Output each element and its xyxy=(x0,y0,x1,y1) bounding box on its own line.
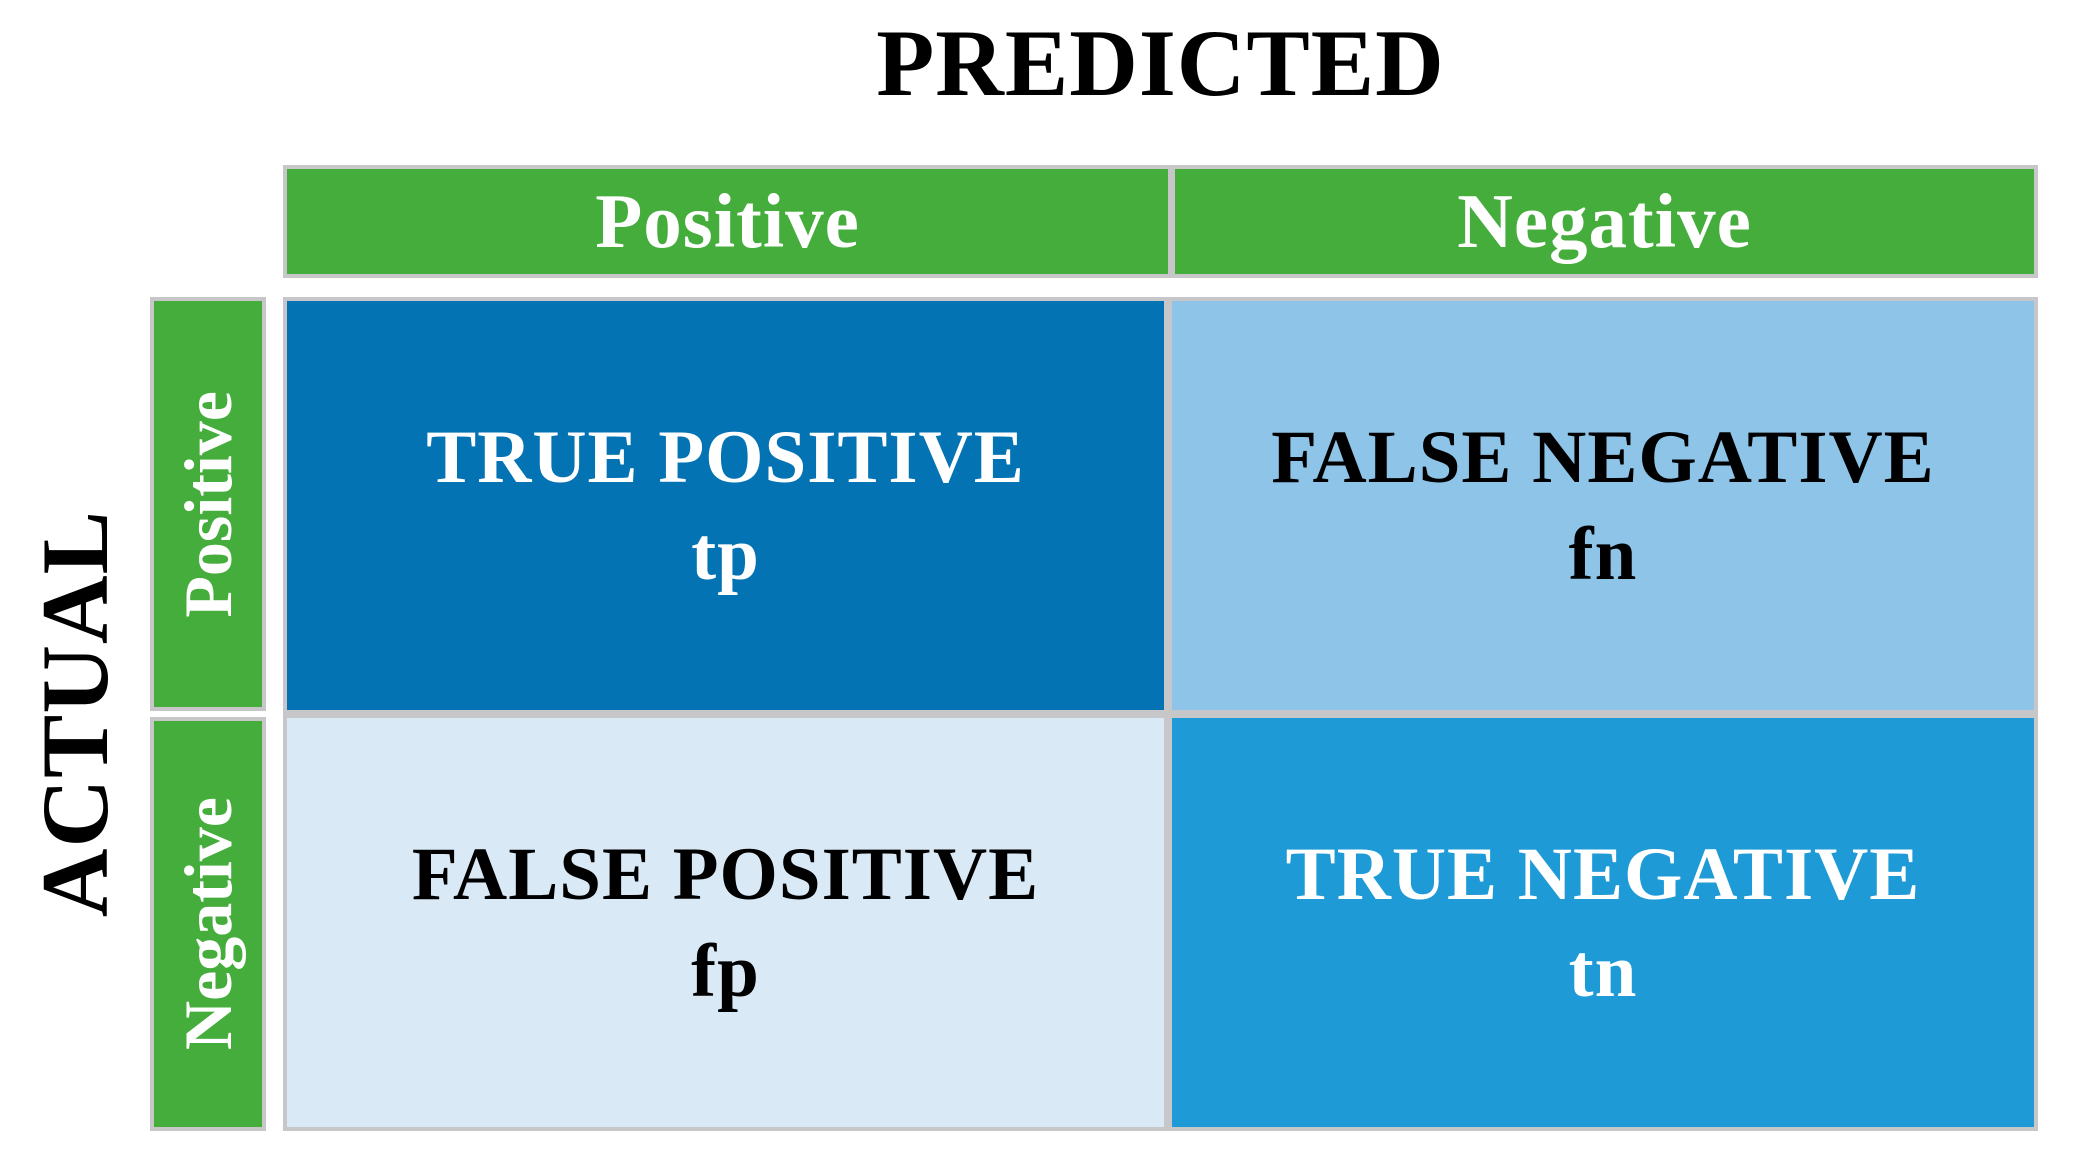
false-negative-abbr: fn xyxy=(1568,512,1638,596)
false-negative-label: FALSE NEGATIVE xyxy=(1271,415,1935,499)
actual-axis-title: ACTUAL xyxy=(21,510,128,918)
true-negative-abbr: tn xyxy=(1568,929,1638,1013)
predicted-header-bar: Positive Negative xyxy=(283,165,2038,278)
true-negative-label: TRUE NEGATIVE xyxy=(1285,832,1921,916)
true-negative-cell: TRUE NEGATIVE tn xyxy=(1168,714,2038,1131)
actual-positive-header-label: Positive xyxy=(170,390,246,618)
false-positive-cell: FALSE POSITIVE fp xyxy=(283,714,1168,1131)
actual-positive-header: Positive xyxy=(150,297,266,711)
actual-negative-header: Negative xyxy=(150,717,266,1131)
predicted-axis-title: PREDICTED xyxy=(876,10,1445,116)
true-positive-cell: TRUE POSITIVE tp xyxy=(283,297,1168,714)
actual-negative-header-label: Negative xyxy=(170,797,246,1051)
predicted-positive-header: Positive xyxy=(595,178,860,264)
actual-row-headers: Positive Negative xyxy=(150,297,266,1131)
predicted-negative-header: Negative xyxy=(1168,169,2034,274)
matrix-body: TRUE POSITIVE tp FALSE NEGATIVE fn FALSE… xyxy=(283,297,2038,1131)
true-positive-label: TRUE POSITIVE xyxy=(426,415,1025,499)
false-positive-abbr: fp xyxy=(691,929,760,1013)
false-negative-cell: FALSE NEGATIVE fn xyxy=(1168,297,2038,714)
actual-axis: ACTUAL xyxy=(0,297,150,1131)
true-positive-abbr: tp xyxy=(691,512,760,596)
false-positive-label: FALSE POSITIVE xyxy=(411,832,1040,916)
